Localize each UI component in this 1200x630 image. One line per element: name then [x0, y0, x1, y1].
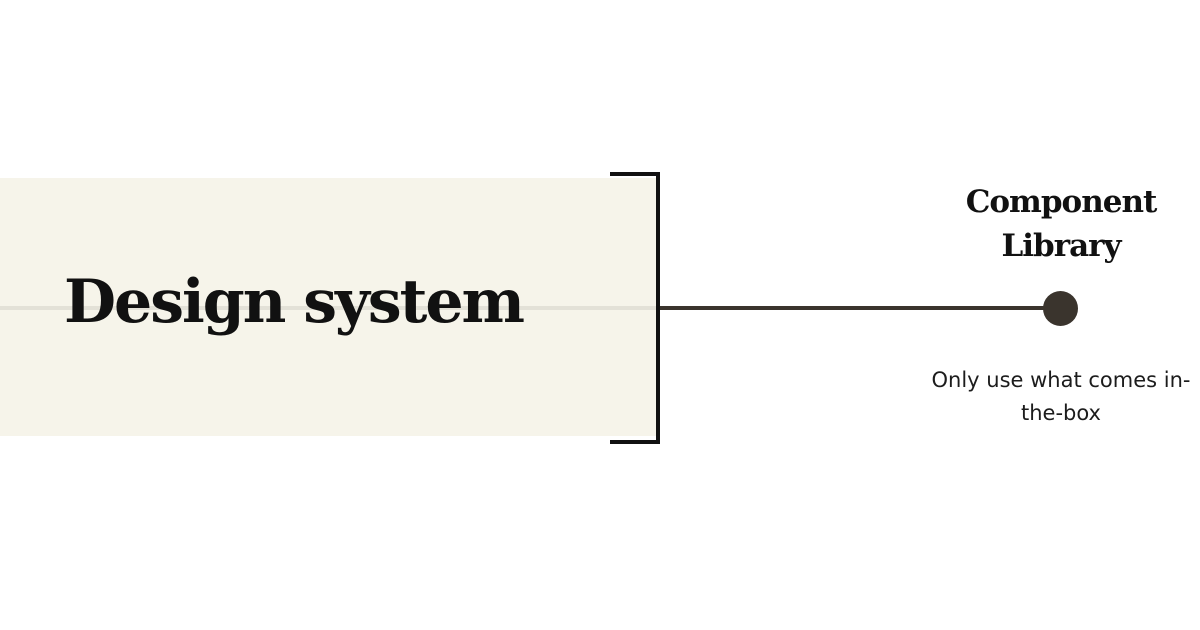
node-dot [1043, 291, 1078, 326]
connector-line [660, 306, 1060, 310]
component-library-description: Only use what comes in-the-box [931, 368, 1191, 425]
closing-bracket-shape [610, 172, 660, 444]
panel-center-guide-line [0, 306, 658, 310]
design-system-label: Design system [64, 267, 525, 337]
component-library-title: Component Library [965, 184, 1158, 264]
